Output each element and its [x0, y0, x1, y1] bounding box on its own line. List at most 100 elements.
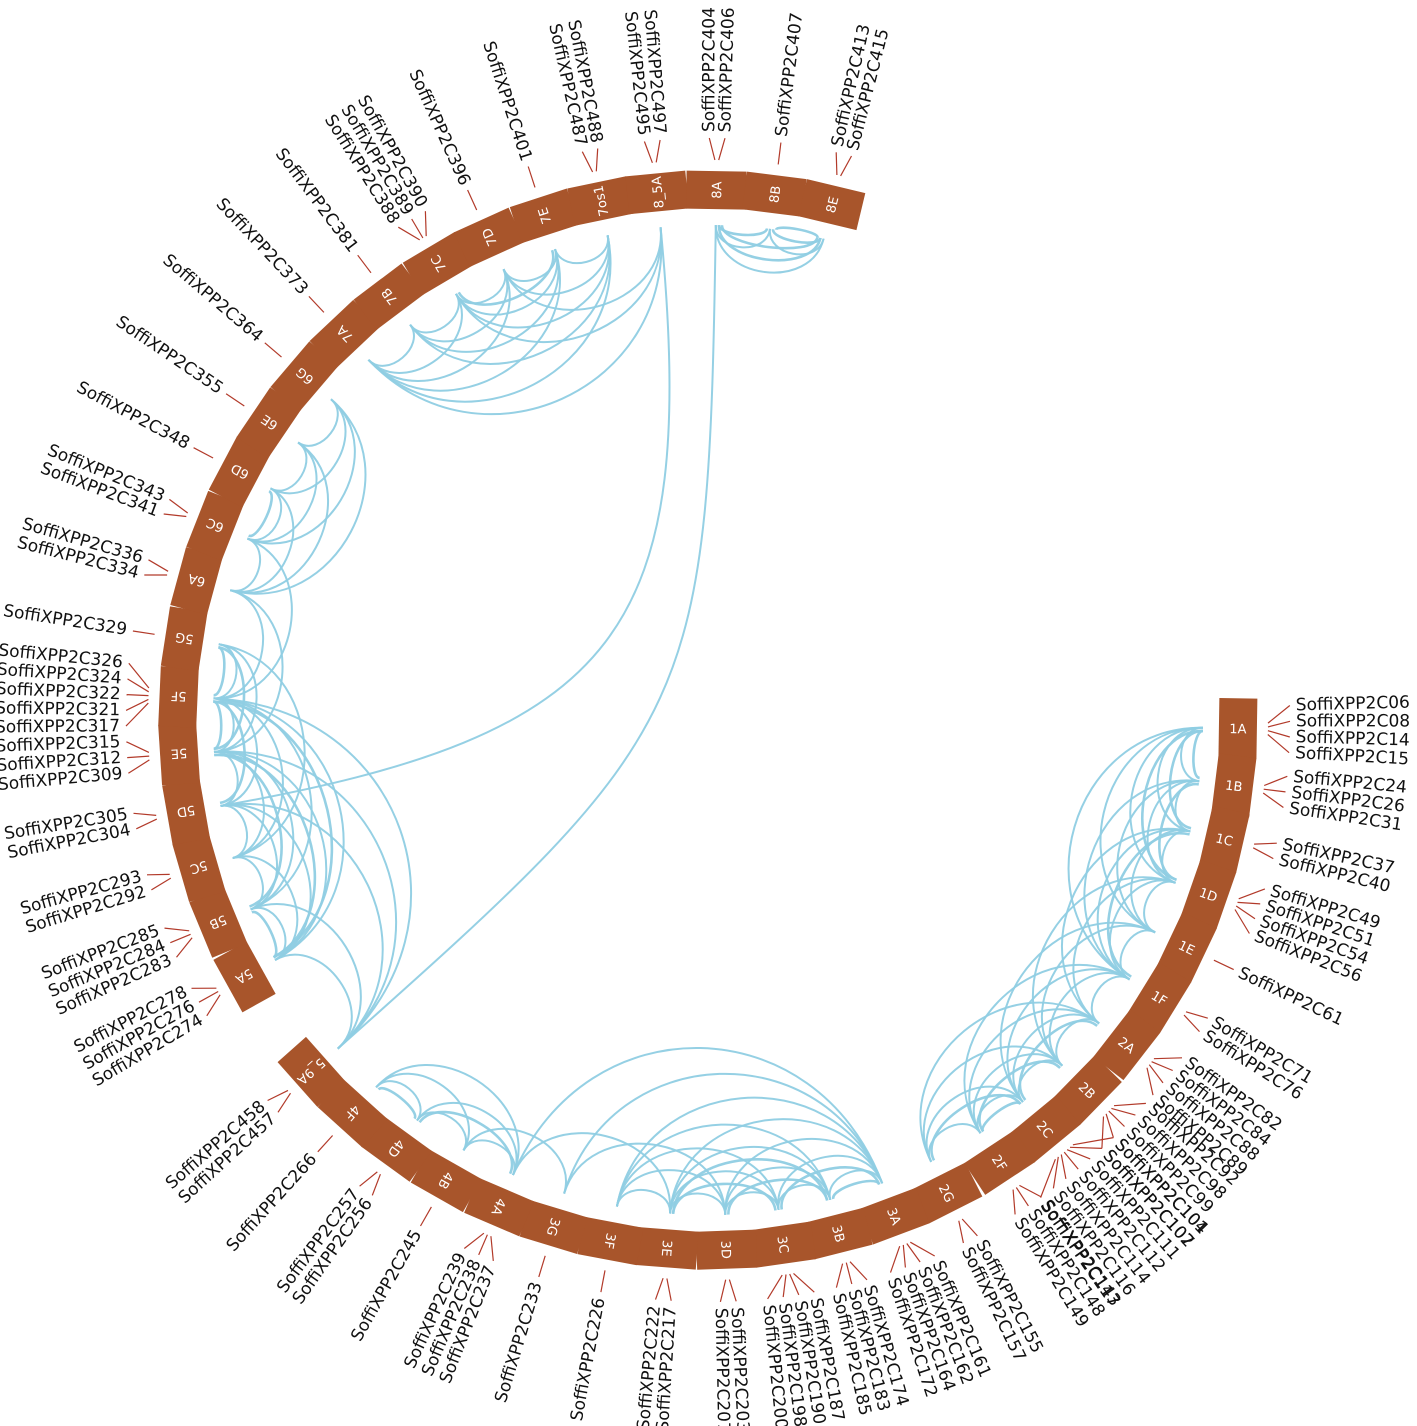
link-1A-1F	[1067, 726, 1203, 981]
link-7B-7os1	[409, 235, 611, 365]
link-2A-2C	[1018, 1019, 1099, 1101]
chromosome-block-4A: 4A	[464, 1177, 535, 1237]
gene-label: SoffiXPP2C207	[711, 1308, 734, 1426]
gene-tick	[264, 342, 282, 358]
gene-tick	[1012, 1189, 1016, 1215]
gene-tick	[845, 1262, 853, 1285]
chromosome-label: 1A	[1229, 722, 1247, 737]
link-1D-2A	[1072, 878, 1176, 1025]
link-5C-5F	[213, 697, 284, 860]
link-3A-3G	[563, 1072, 884, 1194]
gene-tick	[1111, 1107, 1136, 1116]
chromosome-label: 3C	[773, 1235, 790, 1254]
gene-tick	[193, 447, 214, 459]
gene-tick	[267, 1089, 289, 1102]
link-7D-7E	[502, 248, 557, 282]
gene-tick	[718, 138, 726, 161]
chromosome-block-5G: 5G	[160, 606, 208, 672]
gene-tick	[463, 1232, 485, 1249]
chromosome-rect	[277, 1036, 346, 1107]
link-1B-1D	[1146, 780, 1200, 884]
chromosome-block-6E: 6E	[236, 387, 302, 459]
gene-tick	[490, 1236, 494, 1261]
link-7C-7E	[457, 249, 555, 306]
gene-tick	[1148, 1064, 1164, 1084]
chromosome-block-5A: 5A	[213, 941, 276, 1013]
link-5A-5E	[213, 750, 328, 961]
gene-tick	[581, 151, 594, 173]
gene-tick	[1237, 901, 1261, 905]
link-7A-8_5A	[367, 227, 663, 416]
link-5B-5D	[220, 804, 278, 911]
chromosome-block-2C: 2C	[1009, 1095, 1081, 1163]
chromosome-block-5D: 5D	[162, 779, 211, 845]
chromosome-rect	[742, 171, 807, 217]
gene-tick	[719, 1279, 727, 1303]
link-5A-5F	[213, 700, 334, 959]
link-6E-6G	[297, 398, 339, 447]
link-3D-3F	[615, 1169, 727, 1215]
gene-label: SoffiXPP2C321	[0, 698, 120, 720]
gene-tick	[889, 1246, 901, 1273]
gene-tick	[958, 1220, 964, 1244]
link-3A-3C	[777, 1154, 884, 1211]
link-1A-1B	[1180, 726, 1203, 783]
gene-tick	[1066, 1149, 1091, 1160]
gene-tick	[1153, 1057, 1183, 1060]
link-5E-6A	[213, 589, 284, 753]
link-1F-2B	[1048, 972, 1131, 1067]
chromosome-block-3A: 3A	[859, 1187, 930, 1245]
gene-tick	[164, 927, 190, 932]
chromosome-rect	[859, 1187, 930, 1245]
link-2C-2F	[976, 1094, 1024, 1134]
link-3B-3E	[671, 1158, 829, 1214]
link-3E-3F	[615, 1188, 672, 1214]
chromosome-rect	[453, 207, 525, 267]
gene-tick	[277, 1092, 292, 1113]
link-3E-4A	[512, 1132, 672, 1214]
link-8A-8B	[714, 225, 771, 249]
gene-tick	[1267, 730, 1290, 738]
gene-tick	[906, 1243, 921, 1263]
gene-tick	[1254, 842, 1277, 845]
link-5_9A-5F	[213, 697, 413, 1050]
link-5E-5G	[213, 643, 258, 753]
gene-tick	[1213, 959, 1234, 971]
chromosome-rect	[635, 1227, 699, 1270]
chromosome-block-5C: 5C	[172, 833, 226, 903]
chromosome-label: 7os1	[591, 184, 612, 218]
chromosome-blocks: 1A1B1C1D1E1F2A2B2C2F2G3A3B3C3D3E3F3G4A4B…	[158, 170, 1258, 1270]
chromosome-rect	[402, 232, 474, 296]
link-2A-2G	[919, 1001, 1100, 1163]
gene-tick	[198, 990, 219, 1003]
link-5_9A-5A	[274, 953, 353, 1050]
link-4A-4D	[416, 1101, 518, 1176]
link-3C-3F	[615, 1147, 780, 1211]
gene-label: SoffiXPP2C355	[112, 312, 227, 399]
chromosome-block-2B: 2B	[1052, 1055, 1122, 1125]
chromosome-block-1C: 1C	[1199, 805, 1250, 873]
link-3C-3E	[671, 1182, 777, 1215]
link-1B-1F	[1083, 779, 1200, 981]
gene-label: SoffiXPP2C245	[347, 1226, 426, 1344]
chromosome-block-8A: 8A	[686, 170, 747, 210]
chromosome-label: 1D	[1197, 886, 1219, 906]
link-3A-3B	[832, 1179, 881, 1200]
link-3B-3D	[727, 1178, 829, 1215]
chromosome-rect	[1211, 753, 1257, 818]
link-4A-4D	[418, 1110, 514, 1175]
chromosome-rect	[751, 1221, 817, 1268]
link-3B-3E	[669, 1145, 832, 1214]
chromosome-label: 1F	[1148, 988, 1169, 1009]
link-4D-4F	[377, 1086, 417, 1120]
chromosome-label: 5E	[170, 745, 187, 761]
link-5D-5E	[213, 750, 239, 807]
link-7A-7E	[367, 248, 561, 392]
link-5F-6A	[213, 589, 264, 700]
link-5B-5F	[213, 697, 313, 911]
link-2C-2G	[930, 1093, 1022, 1161]
gene-tick	[1267, 705, 1291, 724]
gene-label: SoffiXPP2C317	[0, 716, 120, 737]
link-7C-7D	[455, 268, 507, 305]
link-5_9A-5D	[220, 802, 384, 1050]
